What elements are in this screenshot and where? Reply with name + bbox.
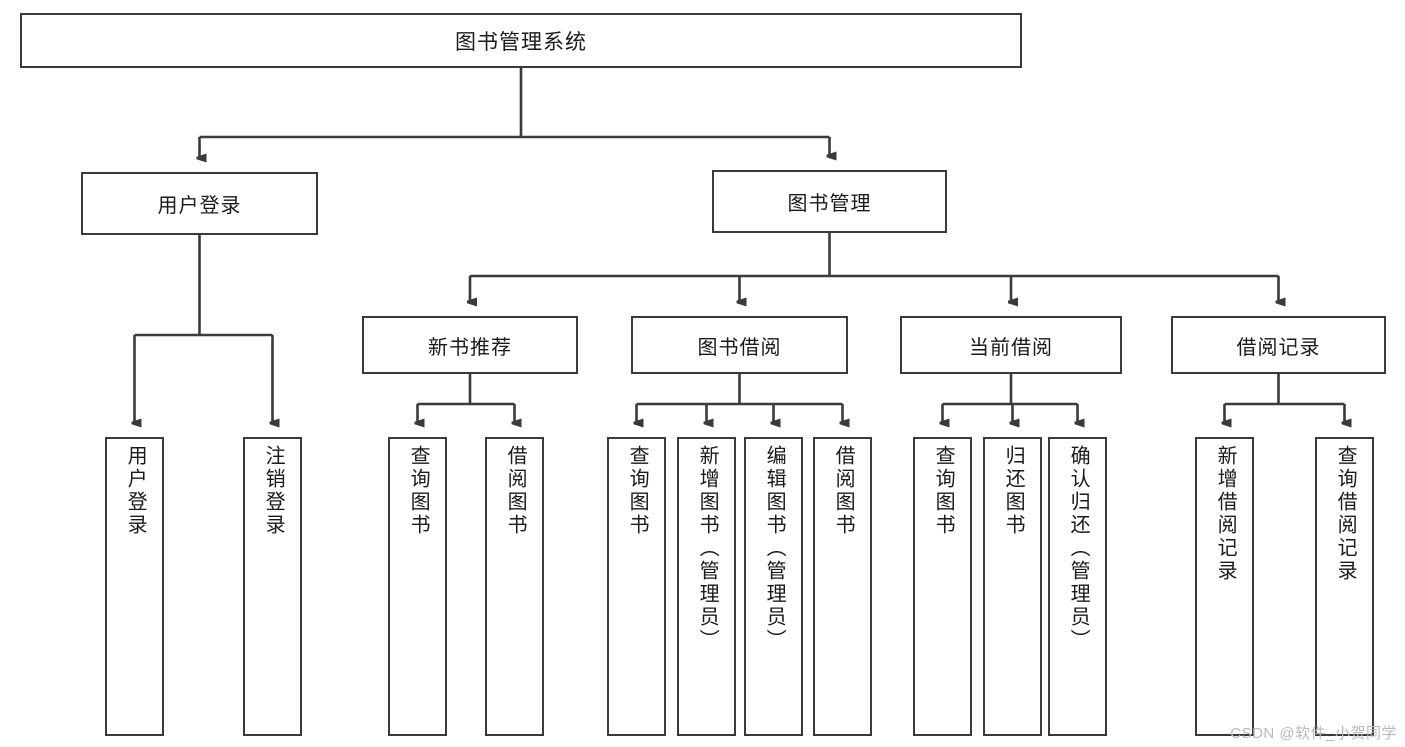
node-label: 用户登录 — [157, 195, 242, 217]
node-new-book-rec[interactable]: 新书推荐 — [362, 316, 578, 374]
node-label: 查询借阅记录 — [1334, 445, 1357, 583]
node-label: 确认归还（管理员） — [1067, 445, 1090, 652]
watermark: CSDN @软件_小贺同学 — [1230, 725, 1397, 742]
node-label: 注销登录 — [262, 445, 285, 537]
node-leaf-borrow-book-rec[interactable]: 借阅图书 — [485, 437, 544, 736]
node-label: 归还图书 — [1002, 445, 1025, 537]
node-label: 图书管理 — [787, 193, 872, 215]
node-leaf-query-book-cur[interactable]: 查询图书 — [913, 437, 972, 736]
node-leaf-logout[interactable]: 注销登录 — [243, 437, 302, 736]
node-label: 编辑图书（管理员） — [763, 445, 786, 652]
node-label: 图书管理系统 — [455, 30, 587, 54]
node-borrow-record[interactable]: 借阅记录 — [1171, 316, 1386, 374]
node-leaf-confirm-return[interactable]: 确认归还（管理员） — [1048, 437, 1107, 736]
node-label: 查询图书 — [407, 445, 430, 537]
node-root[interactable]: 图书管理系统 — [20, 13, 1022, 68]
node-label: 新增图书（管理员） — [696, 445, 719, 652]
node-book-manage[interactable]: 图书管理 — [712, 170, 947, 233]
node-leaf-return-book[interactable]: 归还图书 — [983, 437, 1042, 736]
node-label: 新书推荐 — [428, 336, 512, 359]
node-current-borrow[interactable]: 当前借阅 — [900, 316, 1122, 374]
node-leaf-add-book[interactable]: 新增图书（管理员） — [677, 437, 736, 736]
node-leaf-add-record[interactable]: 新增借阅记录 — [1195, 437, 1254, 736]
node-leaf-borrow-book[interactable]: 借阅图书 — [813, 437, 872, 736]
node-label: 图书借阅 — [697, 336, 782, 359]
node-leaf-query-record[interactable]: 查询借阅记录 — [1315, 437, 1374, 736]
node-label: 查询图书 — [626, 445, 649, 537]
node-label: 借阅记录 — [1236, 336, 1321, 359]
node-leaf-edit-book[interactable]: 编辑图书（管理员） — [744, 437, 803, 736]
node-user-login[interactable]: 用户登录 — [81, 172, 318, 235]
node-label: 借阅图书 — [504, 445, 527, 537]
node-label: 用户登录 — [124, 445, 147, 537]
node-label: 借阅图书 — [832, 445, 855, 537]
node-label: 查询图书 — [932, 445, 955, 537]
node-leaf-query-book-rec[interactable]: 查询图书 — [388, 437, 447, 736]
node-leaf-query-book[interactable]: 查询图书 — [607, 437, 666, 736]
node-label: 新增借阅记录 — [1214, 445, 1237, 583]
node-label: 当前借阅 — [969, 336, 1053, 359]
node-leaf-user-login[interactable]: 用户登录 — [105, 437, 164, 736]
node-book-borrow[interactable]: 图书借阅 — [631, 316, 848, 374]
